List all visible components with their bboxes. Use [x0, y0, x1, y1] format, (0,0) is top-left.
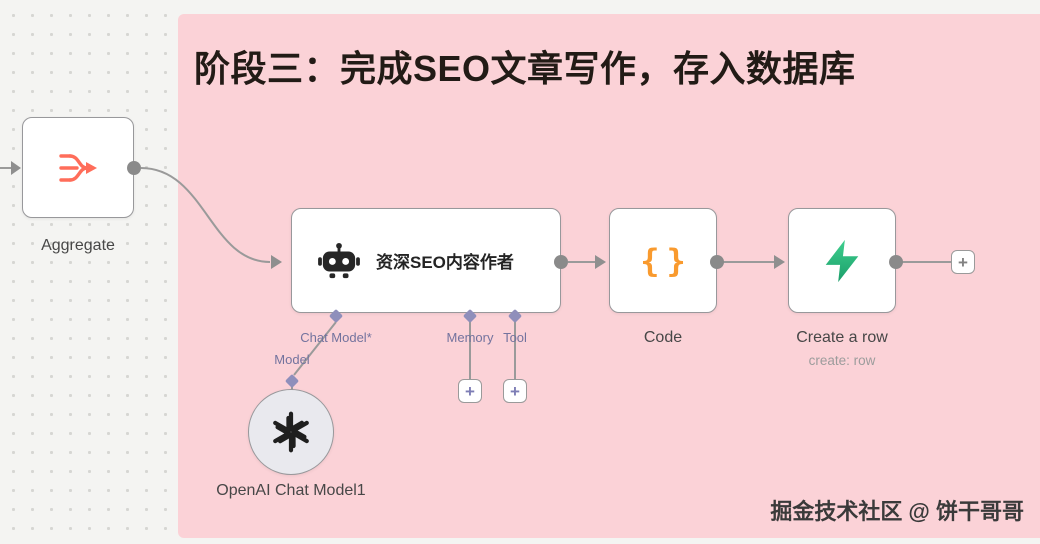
agent-tool-port-label: Tool — [503, 330, 527, 345]
model-port-label: Model — [274, 352, 310, 367]
code-output-port[interactable] — [710, 255, 724, 269]
node-create-row-subtitle: create: row — [808, 353, 876, 368]
code-braces-icon: {} — [640, 241, 693, 280]
node-seo-agent[interactable]: 资深SEO内容作者 — [291, 208, 561, 313]
plus-icon: + — [510, 381, 520, 401]
node-code[interactable]: {} — [609, 208, 717, 313]
watermark: 掘金技术社区 @ 饼干哥哥 — [770, 499, 1024, 524]
plus-icon: + — [465, 381, 475, 401]
supabase-bolt-icon — [825, 239, 859, 282]
aggregate-output-port[interactable] — [127, 161, 141, 175]
plus-icon: + — [958, 252, 968, 272]
node-create-row[interactable] — [788, 208, 896, 313]
sticky-note-title: 阶段三：完成SEO文章写作，存入数据库 — [194, 48, 856, 89]
robot-agent-icon — [318, 242, 360, 278]
add-next-node-button[interactable]: + — [951, 250, 975, 274]
aggregate-icon — [59, 153, 97, 182]
node-aggregate[interactable] — [22, 117, 134, 218]
openai-logo-icon — [273, 411, 309, 453]
node-openai-label: OpenAI Chat Model1 — [216, 482, 366, 499]
add-memory-button[interactable]: + — [458, 379, 482, 403]
agent-memory-port-label: Memory — [446, 330, 494, 345]
agent-chat-model-port-label: Chat Model* — [300, 330, 372, 345]
node-seo-agent-title: 资深SEO内容作者 — [376, 253, 514, 272]
add-tool-button[interactable]: + — [503, 379, 527, 403]
create-row-output-port[interactable] — [889, 255, 903, 269]
node-create-row-label: Create a row — [796, 329, 888, 346]
node-code-label: Code — [643, 329, 683, 346]
node-openai-chat-model[interactable] — [248, 389, 334, 475]
agent-output-port[interactable] — [554, 255, 568, 269]
node-aggregate-label: Aggregate — [41, 237, 115, 254]
arrowhead-aggregate-input — [11, 161, 21, 175]
